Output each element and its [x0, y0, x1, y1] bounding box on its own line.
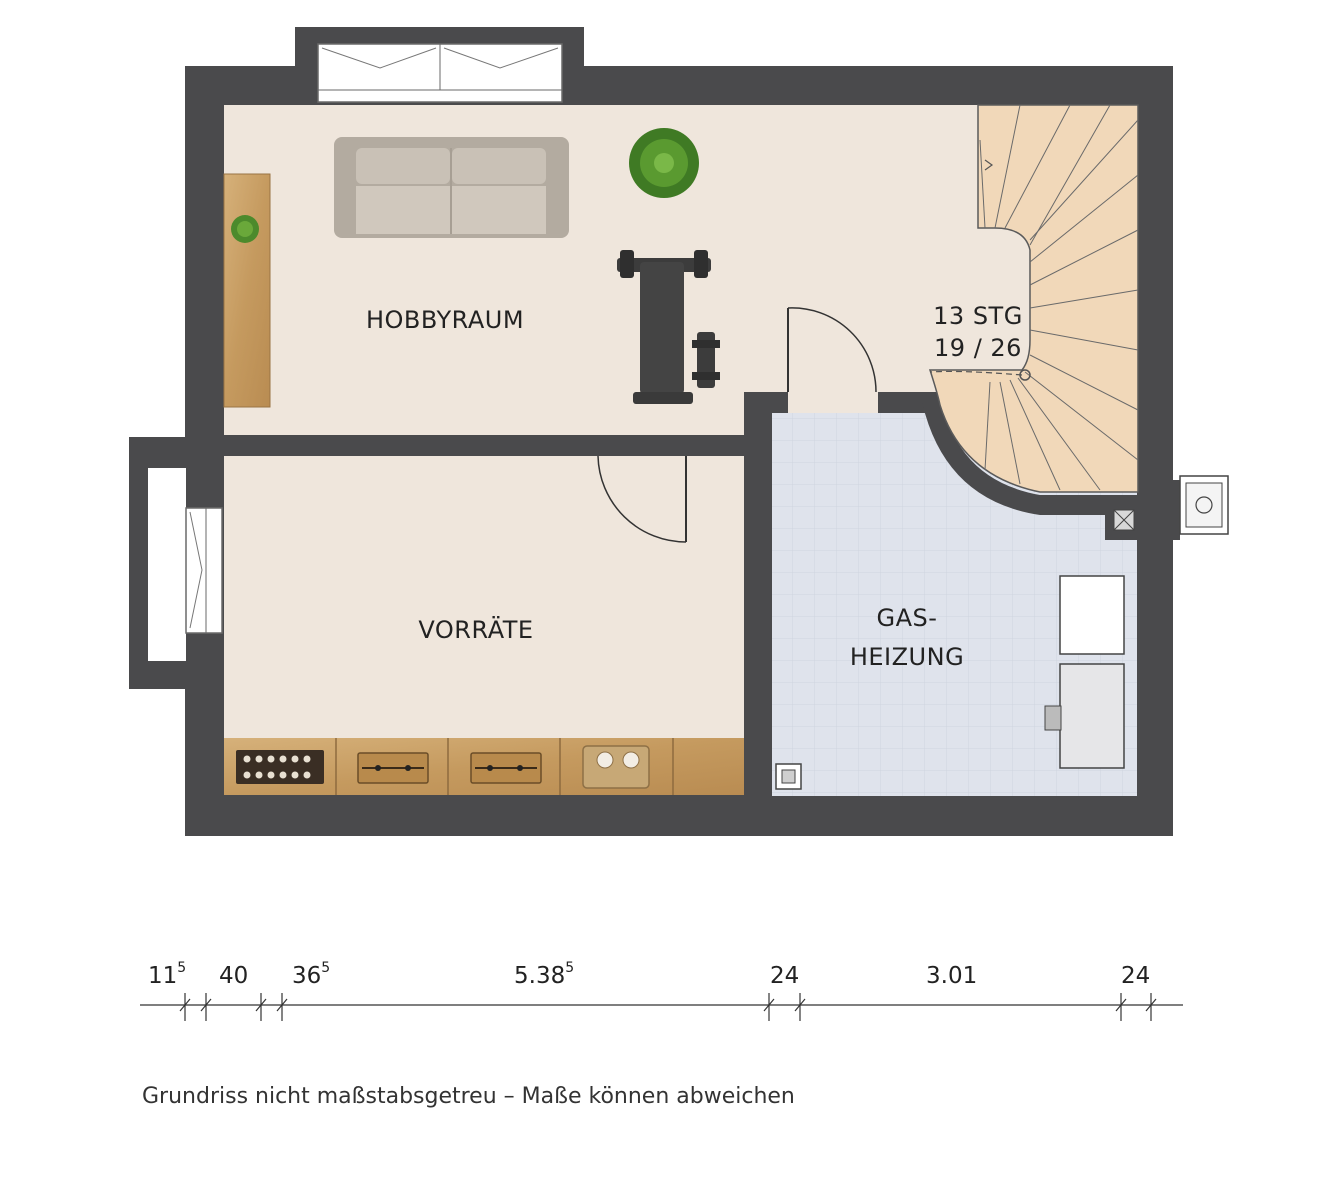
dimension-label: 365 [292, 960, 330, 989]
disclaimer-text: Grundriss nicht maßstabsgetreu – Maße kö… [142, 1084, 795, 1109]
basket-icon [582, 745, 650, 789]
door-icon [787, 307, 877, 393]
shelf-icon [223, 173, 271, 408]
room-label-vorraete: VORRÄTE [418, 615, 533, 644]
plant-icon [231, 215, 259, 243]
boiler-icon [1044, 575, 1125, 769]
crate-icon [357, 752, 429, 784]
window-icon [317, 43, 563, 103]
sofa-icon [334, 137, 569, 238]
room-label-gasheizung-line1: GAS- [877, 604, 938, 632]
dimension-label: 40 [219, 963, 248, 989]
dimension-label: 3.01 [926, 963, 977, 989]
dimension-label: 24 [770, 963, 799, 989]
dimension-label: 115 [148, 960, 186, 989]
chimney-icon [1113, 509, 1135, 531]
door-icon [597, 455, 687, 543]
bottle-rack-icon [236, 750, 324, 784]
window-icon [148, 468, 223, 661]
staircase-icon [928, 104, 1139, 493]
dimension-line [140, 993, 1183, 1021]
weight-bench-icon [617, 250, 711, 404]
meter-icon [1179, 475, 1229, 535]
dimension-label: 5.385 [514, 960, 574, 989]
room-label-hobbyraum: HOBBYRAUM [366, 306, 524, 334]
plant-icon [629, 128, 699, 198]
stairs-ratio: 19 / 26 [934, 334, 1022, 362]
interior-walls [224, 392, 1138, 796]
stairs-steps: 13 STG [933, 302, 1023, 330]
crate-icon [470, 752, 542, 784]
room-label-gasheizung-line2: HEIZUNG [850, 643, 964, 671]
dimension-labels: 115 40 365 5.385 24 3.01 24 [148, 960, 1150, 989]
dumbbell-icon [692, 332, 720, 388]
drain-icon [775, 763, 802, 790]
dimension-label: 24 [1121, 963, 1150, 989]
